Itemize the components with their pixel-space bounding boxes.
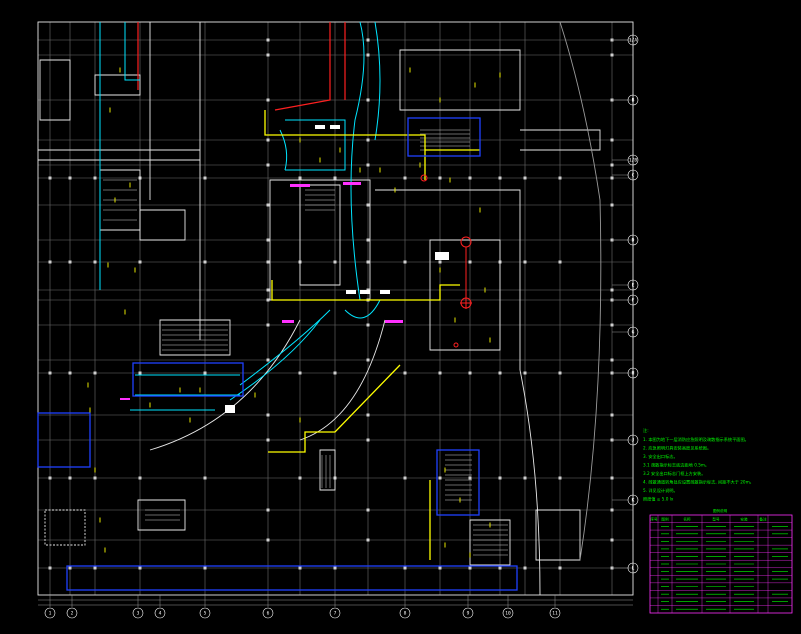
bottom-axis-labels: 1 2 3 4 5 6 7 8 9 10 11 bbox=[44, 595, 561, 619]
right-axis-label: D bbox=[632, 238, 635, 244]
notes-heading: 注: bbox=[643, 427, 649, 434]
bottom-axis-label: 7 bbox=[334, 611, 337, 617]
note-line: 照度值 ≥ 5.0 lx bbox=[643, 496, 674, 503]
legend-header: 备注 bbox=[759, 517, 767, 522]
right-axis-labels: 1/A B 1/B C D E F G H J K L bbox=[612, 34, 639, 574]
legend-title: 图例说明 bbox=[713, 508, 728, 513]
right-axis-label: F bbox=[632, 298, 635, 304]
yellow-circuit-routes bbox=[264, 110, 480, 560]
red-wall-strips bbox=[137, 22, 346, 111]
stair-hatching bbox=[103, 129, 508, 556]
bottom-axis-label: 5 bbox=[204, 611, 207, 617]
general-notes: 注: 1. 本图为地下一层消防应急照明及疏散指示系统平面图。 2. 应急照明灯具安… bbox=[643, 427, 754, 503]
right-axis-label: J bbox=[632, 438, 635, 444]
building-walls bbox=[37, 21, 634, 596]
note-line: 3. 安全出口标志。 bbox=[643, 453, 678, 460]
bottom-axis-label: 2 bbox=[71, 611, 74, 617]
bottom-axis-label: 11 bbox=[552, 611, 558, 617]
note-line: 5. 详见设计说明。 bbox=[643, 487, 678, 494]
right-axis-label: L bbox=[632, 566, 635, 572]
right-axis-label: G bbox=[632, 330, 635, 336]
magenta-devices bbox=[120, 182, 403, 400]
bottom-axis-label: 9 bbox=[467, 611, 470, 617]
bottom-axis-label: 8 bbox=[404, 611, 407, 617]
right-axis-label: 1/A bbox=[629, 38, 638, 44]
bottom-axis-label: 6 bbox=[267, 611, 270, 617]
legend-header: 序号 bbox=[650, 517, 658, 522]
dimension-lines bbox=[38, 599, 633, 606]
blue-zone-boxes bbox=[37, 117, 518, 591]
legend-header: 型号 bbox=[712, 517, 720, 522]
bottom-axis-label: 3 bbox=[137, 611, 140, 617]
right-axis-label: C bbox=[632, 173, 635, 179]
right-axis-label: H bbox=[632, 371, 635, 377]
note-line: 1. 本图为地下一层消防应急照明及疏散指示系统平面图。 bbox=[643, 436, 749, 443]
right-axis-label: 1/B bbox=[629, 158, 638, 164]
note-line: 2. 应急照明灯具安装高度见系统图。 bbox=[643, 445, 711, 452]
legend-table: 图例说明 序号图例 名称 型号 安装 备注 bbox=[649, 508, 793, 614]
right-axis-label: B bbox=[632, 98, 635, 104]
note-line: 4. 疏散通道转角处应设置疏散指示标志, 间距不大于 20m。 bbox=[643, 479, 754, 486]
note-line: 3.2 安全出口标志门框上方安装。 bbox=[643, 470, 705, 477]
note-line: 3.1 疏散指示标志底边距地 0.5m。 bbox=[643, 462, 709, 469]
bottom-axis-label: 1 bbox=[49, 611, 52, 617]
bottom-axis-label: 10 bbox=[505, 611, 511, 617]
white-fixtures bbox=[225, 125, 449, 413]
right-axis-label: K bbox=[632, 498, 635, 504]
legend-header: 名称 bbox=[683, 517, 691, 522]
bottom-axis-label: 4 bbox=[159, 611, 162, 617]
legend-header: 图例 bbox=[661, 517, 669, 522]
lighting-fixture-marks bbox=[87, 67, 501, 558]
legend-header: 安装 bbox=[740, 517, 748, 522]
red-equipment bbox=[420, 174, 472, 348]
right-axis-label: E bbox=[632, 283, 635, 289]
